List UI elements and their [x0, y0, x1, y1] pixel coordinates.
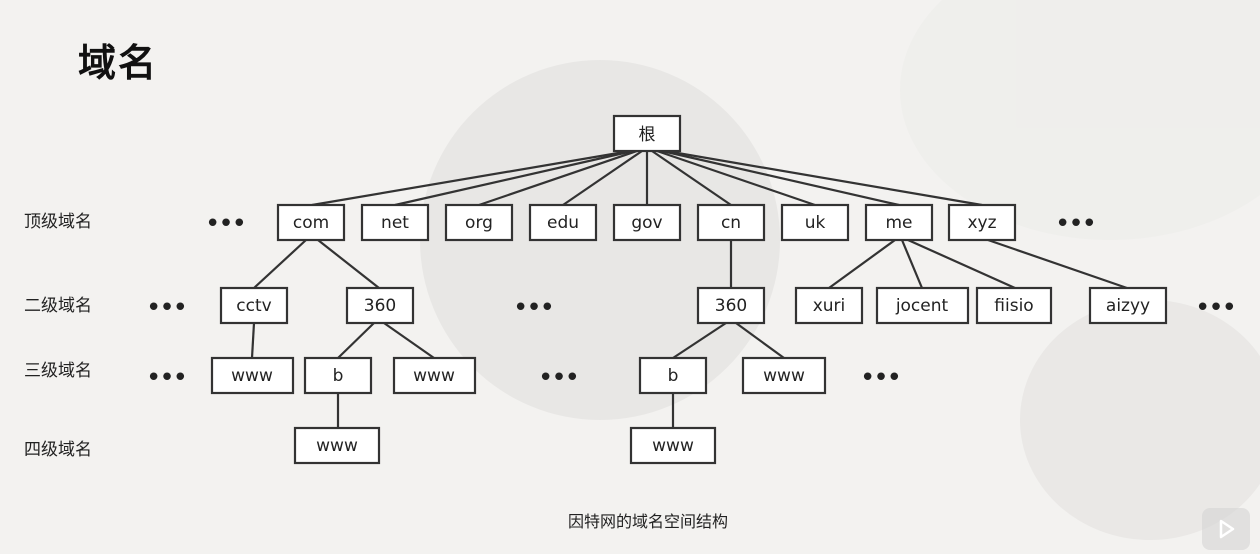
level-label-top: 顶级域名: [24, 212, 92, 232]
node-label: www: [231, 366, 273, 386]
node-third-b-cn: b: [638, 356, 708, 395]
ellipsis-marker: •••: [1055, 209, 1095, 239]
level-label-second: 二级域名: [24, 296, 92, 316]
node-tld-cn: cn: [696, 203, 766, 242]
node-tld-net: net: [360, 203, 430, 242]
node-second-360-cn: 360: [696, 286, 766, 325]
edge: [735, 322, 785, 359]
edge: [478, 149, 638, 207]
node-label: net: [381, 213, 409, 233]
node-label: me: [885, 213, 912, 233]
node-label: www: [316, 436, 358, 456]
node-label: com: [293, 213, 329, 233]
node-tld-edu: edu: [528, 203, 598, 242]
diagram-caption: 因特网的域名空间结构: [567, 512, 728, 531]
node-third-www-cn: www: [741, 356, 827, 395]
node-label: www: [413, 366, 455, 386]
edge: [250, 322, 256, 359]
node-label: fiisio: [994, 296, 1033, 316]
ellipsis-marker: •••: [146, 293, 186, 323]
ellipsis-marker: •••: [860, 363, 900, 393]
node-label: uk: [805, 213, 826, 233]
node-label: b: [333, 366, 344, 386]
node-tld-me: me: [864, 203, 934, 242]
node-label: 360: [715, 296, 747, 316]
edge: [311, 149, 631, 207]
node-fourth-www-cn: www: [629, 426, 717, 465]
node-tld-uk: uk: [780, 203, 850, 242]
node-label: xyz: [967, 213, 996, 233]
node-tld-xyz: xyz: [947, 203, 1017, 242]
node-third-www-cctv: www: [210, 356, 295, 395]
node-label: www: [763, 366, 805, 386]
node-label: b: [668, 366, 679, 386]
node-third-b-com: b: [303, 356, 373, 395]
edge: [907, 238, 1016, 290]
edge: [651, 150, 732, 206]
node-label: 根: [639, 125, 656, 145]
edge: [394, 149, 634, 207]
ellipsis-marker: •••: [538, 363, 578, 393]
node-label: www: [652, 436, 694, 456]
node-label: jocent: [895, 296, 949, 316]
node-root: 根: [612, 114, 682, 153]
node-second-fiisio: fiisio: [975, 286, 1053, 325]
edge: [900, 239, 924, 289]
node-label: 360: [364, 296, 396, 316]
edge: [672, 322, 727, 359]
level-label-third: 三级域名: [24, 361, 92, 381]
node-fourth-www-com: www: [293, 426, 381, 465]
ellipsis-marker: •••: [513, 293, 553, 323]
node-second-cctv: cctv: [219, 286, 289, 325]
edge: [661, 149, 900, 207]
edge: [383, 322, 435, 359]
edge: [337, 322, 375, 359]
edge: [253, 239, 307, 289]
edge: [317, 239, 380, 289]
edge: [828, 239, 896, 289]
node-second-jocent: jocent: [875, 286, 970, 325]
node-second-xuri: xuri: [794, 286, 864, 325]
ellipsis-marker: •••: [205, 209, 245, 239]
ellipsis-marker: •••: [1195, 293, 1235, 323]
node-tld-com: com: [276, 203, 346, 242]
node-label: edu: [547, 213, 579, 233]
node-second-360-com: 360: [345, 286, 415, 325]
page-title: 域名: [78, 40, 159, 85]
edge: [987, 238, 1128, 290]
node-label: xuri: [813, 296, 846, 316]
node-label: aizyy: [1106, 296, 1150, 316]
play-button[interactable]: [1202, 508, 1250, 550]
node-label: org: [465, 213, 493, 233]
node-tld-gov: gov: [612, 203, 682, 242]
ellipsis-marker: •••: [146, 363, 186, 393]
node-label: cn: [721, 213, 741, 233]
edge: [562, 150, 643, 206]
node-label: cctv: [236, 296, 271, 316]
edge: [656, 149, 816, 207]
node-tld-org: org: [444, 203, 514, 242]
edge: [665, 149, 983, 207]
play-icon: [1219, 519, 1235, 539]
node-label: gov: [631, 213, 662, 233]
node-third-www-360: www: [392, 356, 477, 395]
level-label-fourth: 四级域名: [24, 440, 92, 460]
edges: [250, 149, 1128, 428]
node-second-aizyy: aizyy: [1088, 286, 1168, 325]
